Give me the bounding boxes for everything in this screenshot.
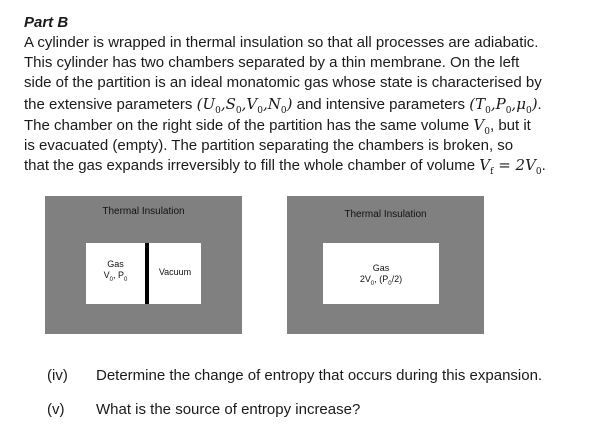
diagram-before-expansion: Thermal Insulation Gas V0, P0 Vacuum: [45, 196, 242, 334]
part-title: Part B: [24, 14, 69, 31]
line4-text-c: .: [537, 96, 542, 113]
vacuum-chamber: Vacuum: [149, 243, 201, 304]
line7-text-a: that the gas expands irreversibly to fil…: [24, 157, 480, 174]
paragraph-line-3: side of the partition is an ideal monato…: [24, 74, 542, 91]
gas-chamber: Gas V0, P0: [86, 243, 145, 304]
thermal-insulation-label: Thermal Insulation: [344, 209, 427, 220]
expanded-gas-chamber: Gas 2V0, (P0/2): [323, 243, 439, 304]
vacuum-label: Vacuum: [158, 267, 192, 277]
question-number-v: (v): [47, 401, 65, 418]
membrane-partition: [145, 243, 149, 304]
paragraph-line-7: that the gas expands irreversibly to fil…: [24, 155, 594, 182]
gas-label: Gas: [107, 259, 124, 269]
line5-text-b: , but it: [490, 117, 531, 134]
question-text-v: What is the source of entropy increase?: [96, 401, 361, 418]
gas-state-label: V0, P0: [103, 270, 128, 283]
intensive-parameters-math: (T0,P0,μ0): [469, 95, 538, 116]
gas-label: Gas: [372, 263, 390, 273]
diagram-after-expansion: Thermal Insulation Gas 2V0, (P0/2): [287, 196, 484, 334]
thermal-insulation-label: Thermal Insulation: [102, 206, 185, 217]
line4-text-a: the extensive parameters: [24, 96, 197, 113]
paragraph-line-1: A cylinder is wrapped in thermal insulat…: [24, 34, 539, 51]
final-volume-math: Vf = 2V0: [479, 156, 542, 177]
line5-text-a: The chamber on the right side of the par…: [24, 117, 474, 134]
volume-math: V0: [473, 116, 490, 137]
question-text-iv: Determine the change of entropy that occ…: [96, 367, 543, 384]
line4-text-b: and intensive parameters: [292, 96, 470, 113]
line7-text-b: .: [541, 157, 546, 174]
question-number-iv: (iv): [47, 367, 68, 384]
paragraph-line-6: is evacuated (empty). The partition sepa…: [24, 137, 514, 154]
paragraph-line-2: This cylinder has two chambers separated…: [24, 54, 520, 71]
extensive-parameters-math: (U0,S0,V0,N0): [196, 95, 293, 116]
paragraph-line-5: The chamber on the right side of the par…: [24, 115, 594, 142]
paragraph-line-4: the extensive parameters (U0,S0,V0,N0) a…: [24, 94, 594, 121]
gas-state-label: 2V0, (P0/2): [359, 274, 403, 287]
